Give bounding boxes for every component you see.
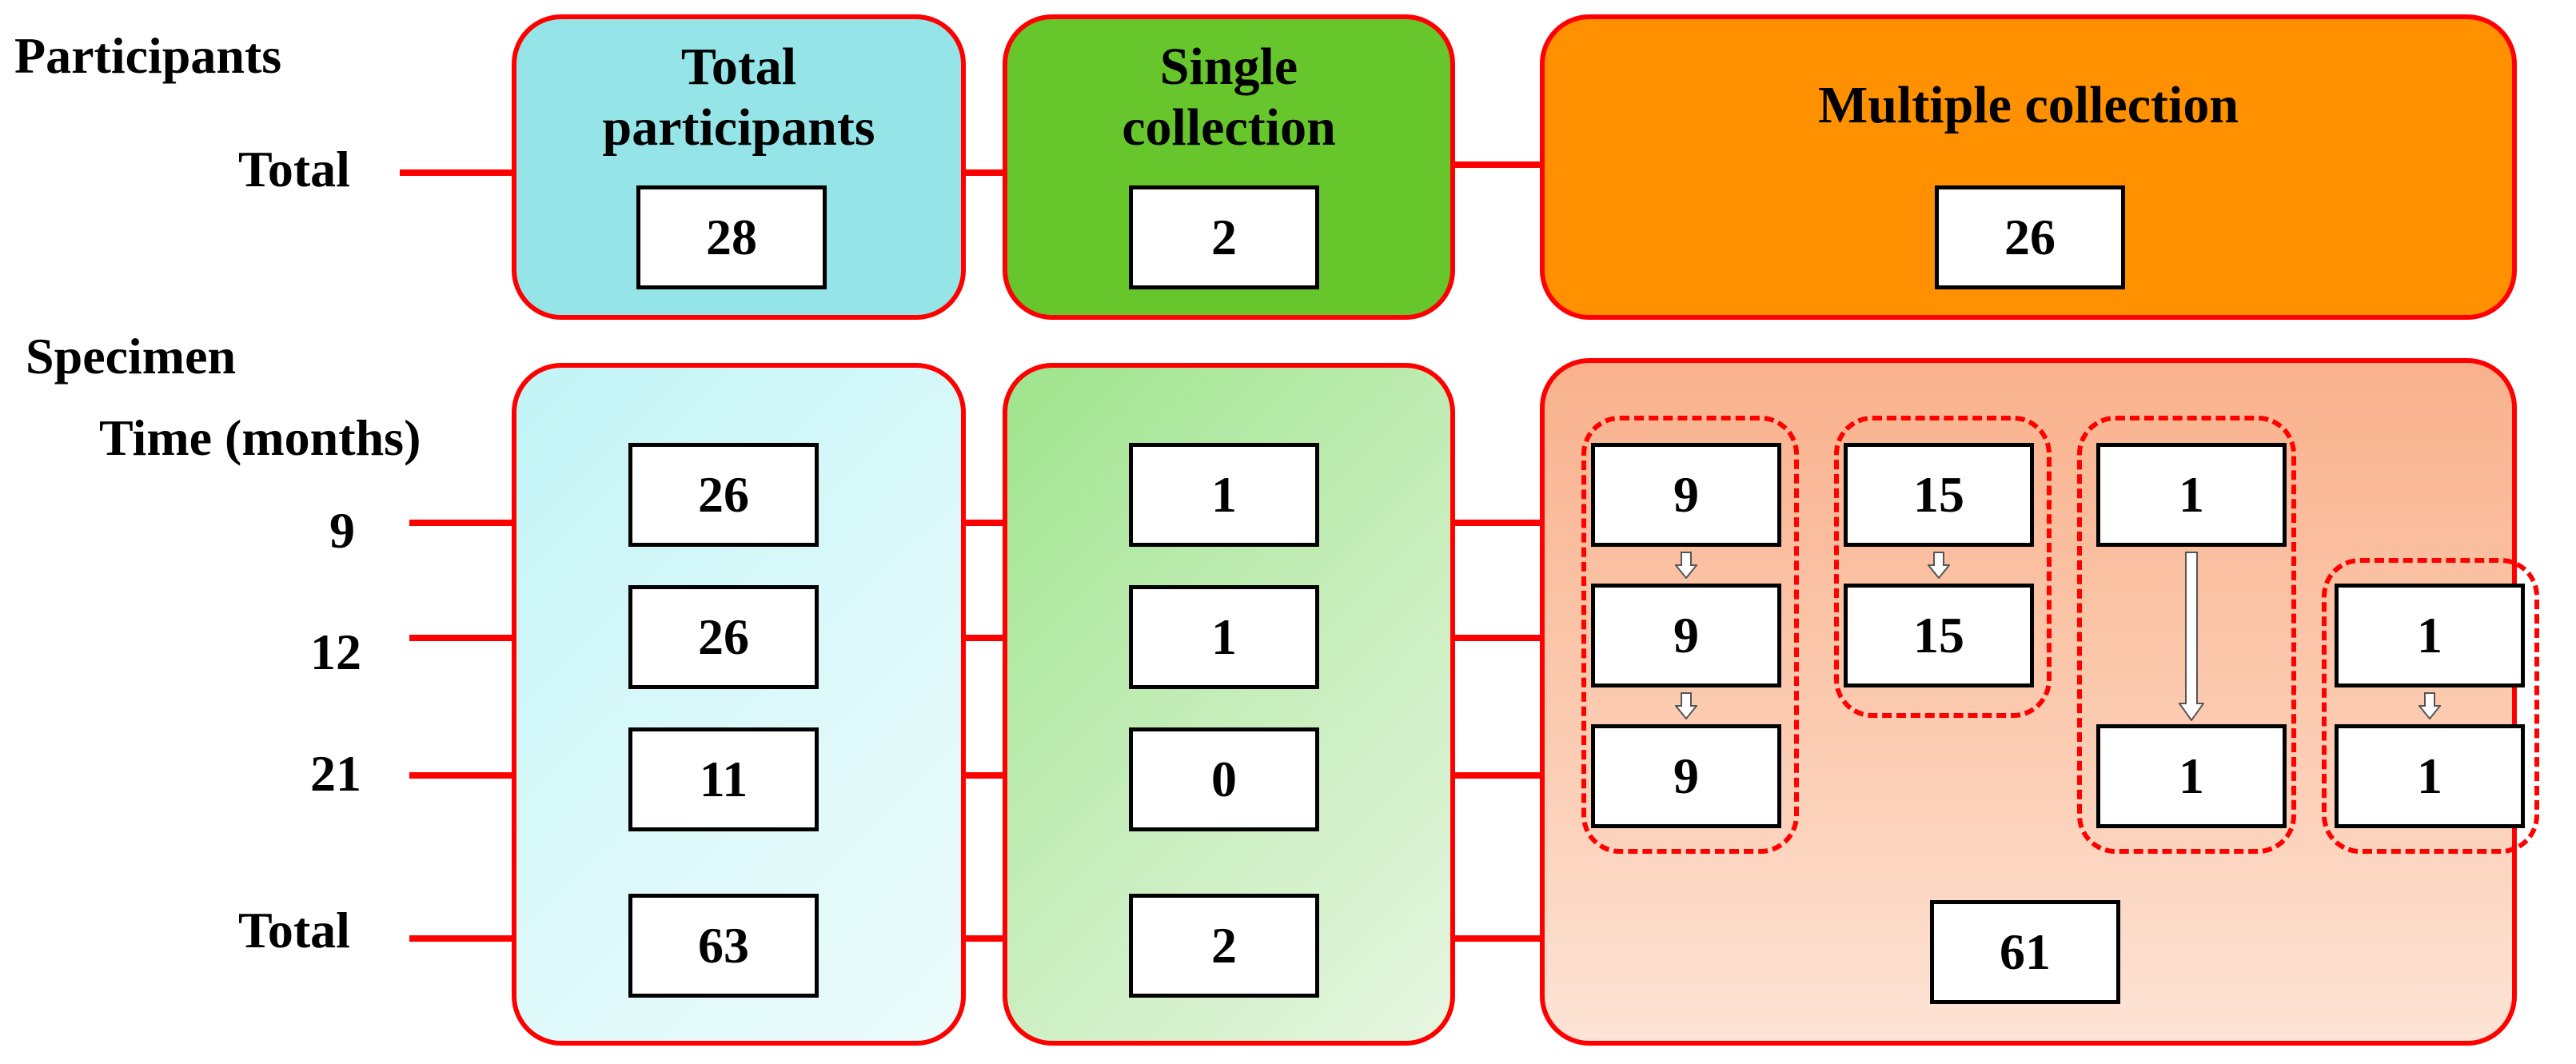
specimen-label: Specimen	[26, 328, 237, 385]
specimen-count: 9	[1591, 443, 1781, 547]
total-specimen-row-label: Total	[238, 902, 350, 958]
panel-heading: collection	[1122, 98, 1336, 157]
connector-line	[1449, 935, 1546, 942]
connector-line	[959, 772, 1007, 779]
month-12-label: 12	[310, 624, 361, 680]
specimen-count: 9	[1591, 724, 1781, 828]
total-participants-value: 28	[636, 185, 827, 289]
connector-line	[1449, 772, 1546, 779]
specimen-count: 15	[1844, 584, 2034, 687]
connector-line	[1449, 161, 1546, 168]
specimen-count: 1	[1129, 585, 1319, 689]
specimen-count: 15	[1844, 443, 2034, 547]
down-arrow-icon	[2418, 692, 2441, 719]
time-months-label: Time (months)	[99, 409, 421, 466]
connector-line	[959, 935, 1007, 942]
connector-line	[1449, 635, 1546, 641]
down-arrow-icon	[1675, 552, 1697, 579]
connector-line	[959, 635, 1007, 641]
multiple-collection-panel: Multiple collection 26	[1540, 14, 2517, 320]
connector-line	[1449, 520, 1546, 526]
specimen-count: 1	[1129, 443, 1319, 547]
multiple-collection-value: 26	[1935, 185, 2125, 289]
total-specimen-panel: 26 26 11 63	[512, 363, 966, 1046]
specimen-count: 1	[2335, 584, 2525, 687]
specimen-count: 9	[1591, 584, 1781, 687]
month-9-label: 9	[329, 502, 355, 559]
panel-heading: Total	[680, 38, 797, 96]
connector-line	[409, 520, 516, 526]
total-participants-panel: Total participants 28	[512, 14, 966, 320]
specimen-count: 1	[2335, 724, 2525, 828]
specimen-total: 61	[1930, 900, 2120, 1004]
single-specimen-panel: 1 1 0 2	[1003, 363, 1455, 1046]
single-collection-panel: Single collection 2	[1003, 14, 1455, 320]
connector-line	[959, 169, 1007, 176]
connector-line	[400, 169, 516, 176]
panel-heading: Multiple collection	[1817, 76, 2239, 134]
specimen-total: 63	[628, 894, 819, 998]
collection-group	[1581, 416, 1799, 854]
panel-heading: participants	[602, 98, 875, 157]
collection-group	[2322, 558, 2539, 854]
specimen-count: 26	[628, 443, 819, 547]
specimen-count: 1	[2096, 724, 2287, 828]
participants-label: Participants	[14, 27, 282, 84]
collection-group	[1834, 416, 2052, 718]
connector-line	[959, 520, 1007, 526]
connector-line	[409, 935, 516, 942]
panel-heading: Single	[1159, 38, 1298, 96]
single-collection-value: 2	[1129, 185, 1319, 289]
collection-group	[2077, 416, 2296, 854]
total-participants-row-label: Total	[238, 141, 350, 197]
specimen-total: 2	[1129, 894, 1319, 998]
month-21-label: 21	[310, 745, 361, 802]
specimen-count: 1	[2096, 443, 2287, 547]
down-arrow-icon	[1928, 552, 1950, 579]
down-arrow-icon	[1675, 692, 1697, 719]
connector-line	[409, 635, 516, 641]
multiple-specimen-panel: 9 9 9 15 15 1 1 1 1 61	[1540, 358, 2539, 1046]
specimen-count: 26	[628, 585, 819, 689]
down-arrow-icon	[2179, 552, 2204, 721]
connector-line	[409, 772, 516, 779]
specimen-count: 11	[628, 727, 819, 831]
specimen-count: 0	[1129, 727, 1319, 831]
